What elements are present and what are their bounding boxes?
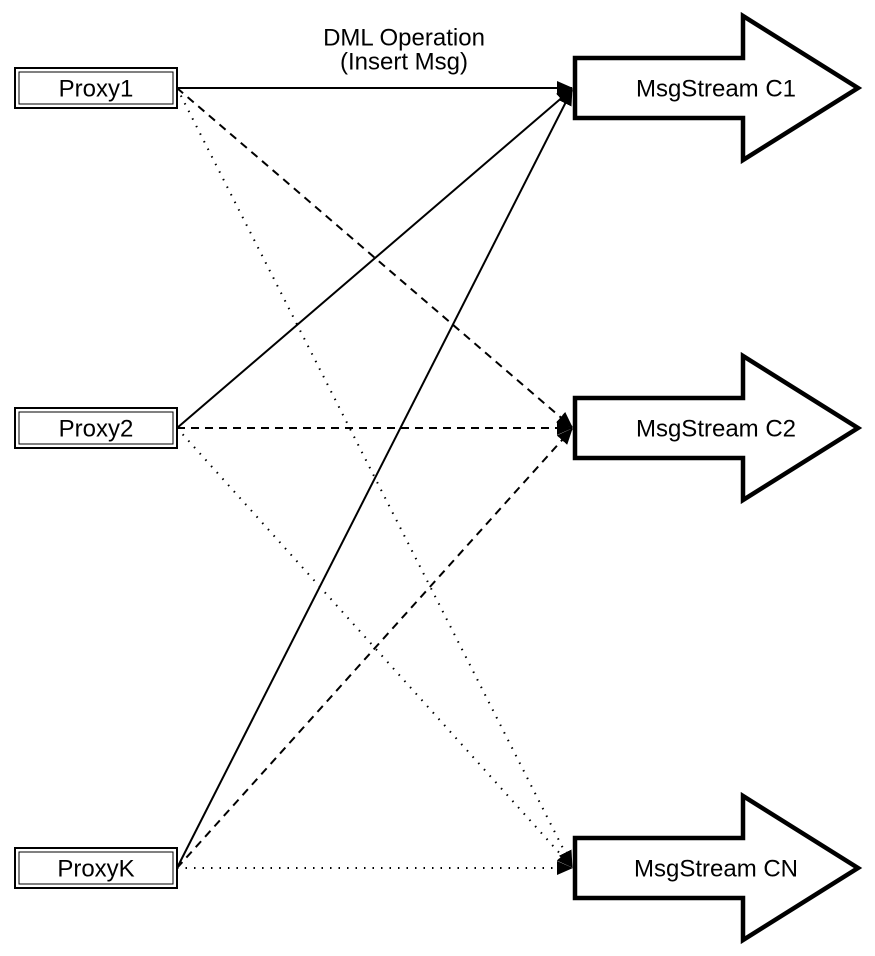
proxyk-box-inner-border [18, 851, 174, 885]
proxyk-label: ProxyK [57, 856, 134, 883]
edge-proxy2-to-c1-solid [176, 88, 573, 429]
node-msgstream-c2: MsgStream C2 [572, 351, 863, 505]
msgstream-c2-label: MsgStream C2 [636, 416, 796, 443]
proxyk-box [14, 847, 178, 889]
msgstream-cn-label: MsgStream CN [634, 856, 798, 883]
proxy1-box-inner-border [18, 71, 174, 105]
dml-operation-label-line2: (Insert Msg) [340, 49, 468, 76]
proxy1-label: Proxy1 [59, 76, 134, 103]
proxy2-box-inner-border [18, 411, 174, 445]
proxy2-box [14, 407, 178, 449]
edge-proxyk-to-c1-solid [176, 89, 573, 869]
msgstream-c1-label: MsgStream C1 [636, 76, 796, 103]
msgstream-c2-arrow-shape [572, 351, 863, 505]
msgstream-cn-arrow-shape [572, 791, 863, 945]
node-msgstream-c1: MsgStream C1 [572, 11, 863, 165]
msgstream-c1-arrow-shape [572, 11, 863, 165]
dml-operation-label-line1: DML Operation [323, 25, 485, 52]
proxy1-box [14, 67, 178, 109]
edges [176, 81, 573, 875]
node-proxy1: Proxy1 [14, 67, 178, 109]
node-proxyk: ProxyK [14, 847, 178, 889]
node-msgstream-cn: MsgStream CN [572, 791, 863, 945]
edge-proxy1-to-cn-dotted [176, 87, 573, 867]
proxy2-label: Proxy2 [59, 416, 134, 443]
edge-proxy1-to-c2-dashed [176, 87, 573, 428]
edge-proxyk-to-c2-dashed [176, 428, 573, 869]
dml-operation-label: DML Operation (Insert Msg) [323, 25, 485, 76]
node-proxy2: Proxy2 [14, 407, 178, 449]
